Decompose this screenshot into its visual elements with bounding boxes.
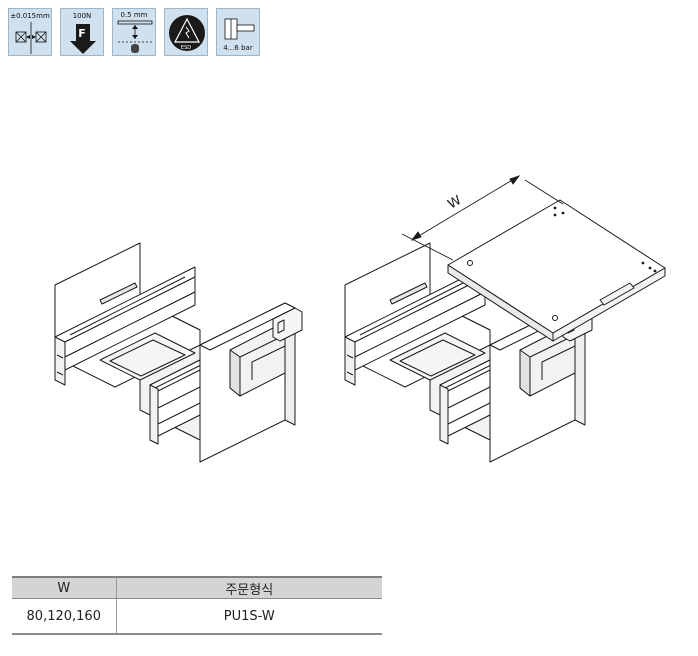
offset-icon: 0.5 mm (112, 8, 156, 56)
force-label: 100N (72, 12, 92, 20)
cell-order-code: PU1S-W (115, 598, 382, 635)
header-w: W (12, 576, 116, 599)
esd-icon: ESD (164, 8, 208, 56)
table-header-row: W 주문형식 (12, 576, 382, 599)
spec-icon-bar: ±0.015mm 100N F 0.5 mm (8, 8, 260, 56)
tolerance-label: ±0.015mm (10, 12, 50, 20)
technical-drawing: W (54, 175, 666, 463)
order-table: W 주문형식 80,120,160 PU1S-W (12, 576, 382, 635)
table-row: 80,120,160 PU1S-W (12, 598, 382, 635)
header-order-type: 주문형식 (115, 576, 382, 599)
force-glyph: F (78, 27, 86, 40)
pressure-label: 4...6 bar (223, 44, 253, 52)
esd-label: ESD (180, 45, 192, 51)
offset-label: 0.5 mm (120, 11, 148, 19)
dimension-w-label: W (445, 193, 464, 212)
tolerance-icon: ±0.015mm (8, 8, 52, 56)
pressure-icon: 4...6 bar (216, 8, 260, 56)
force-icon: 100N F (60, 8, 104, 56)
cell-w-values: 80,120,160 (12, 598, 116, 635)
